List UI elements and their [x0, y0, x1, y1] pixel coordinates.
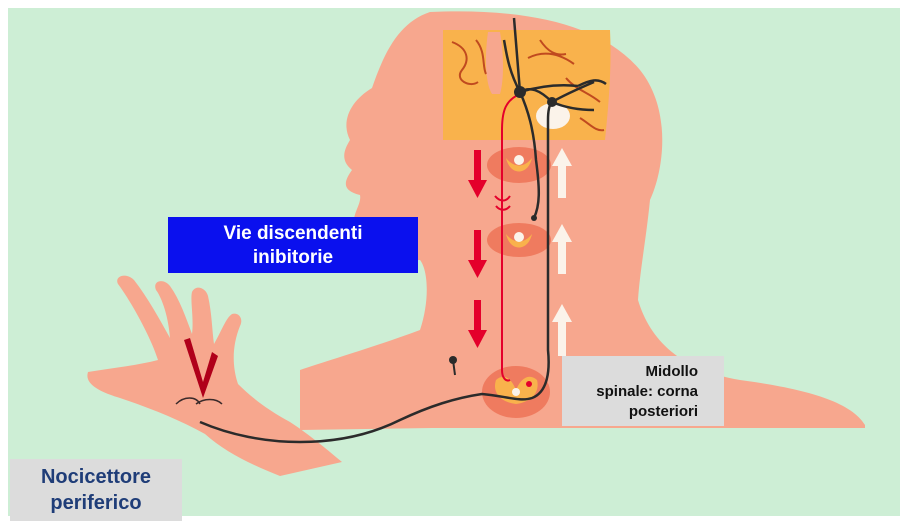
- spinal-cord-section-icon: [487, 147, 551, 183]
- descending-pathways-line-2: inibitorie: [168, 246, 418, 270]
- spinal-cord-line-2: spinale: corna: [562, 382, 698, 402]
- spinal-cord-line-1: Midollo: [562, 362, 698, 382]
- spinal-cord-line-3: posteriori: [562, 402, 698, 422]
- descending-pathways-line-1: Vie discendenti: [168, 222, 418, 246]
- spinal-cord-label: Midollo spinale: corna posteriori: [562, 356, 724, 426]
- descending-pathways-label: Vie discendenti inibitorie: [168, 217, 418, 273]
- nociceptor-line-1: Nocicettore: [10, 464, 182, 490]
- cortical-neuron-body: [547, 97, 557, 107]
- synapse-dot: [531, 215, 537, 221]
- nociceptor-line-2: periferico: [10, 490, 182, 516]
- spinal-cord-section-icon: [487, 223, 551, 257]
- nociceptor-label: Nocicettore periferico: [10, 459, 182, 521]
- brain-inner-shape: [486, 32, 503, 94]
- thalamic-neuron-body: [514, 86, 526, 98]
